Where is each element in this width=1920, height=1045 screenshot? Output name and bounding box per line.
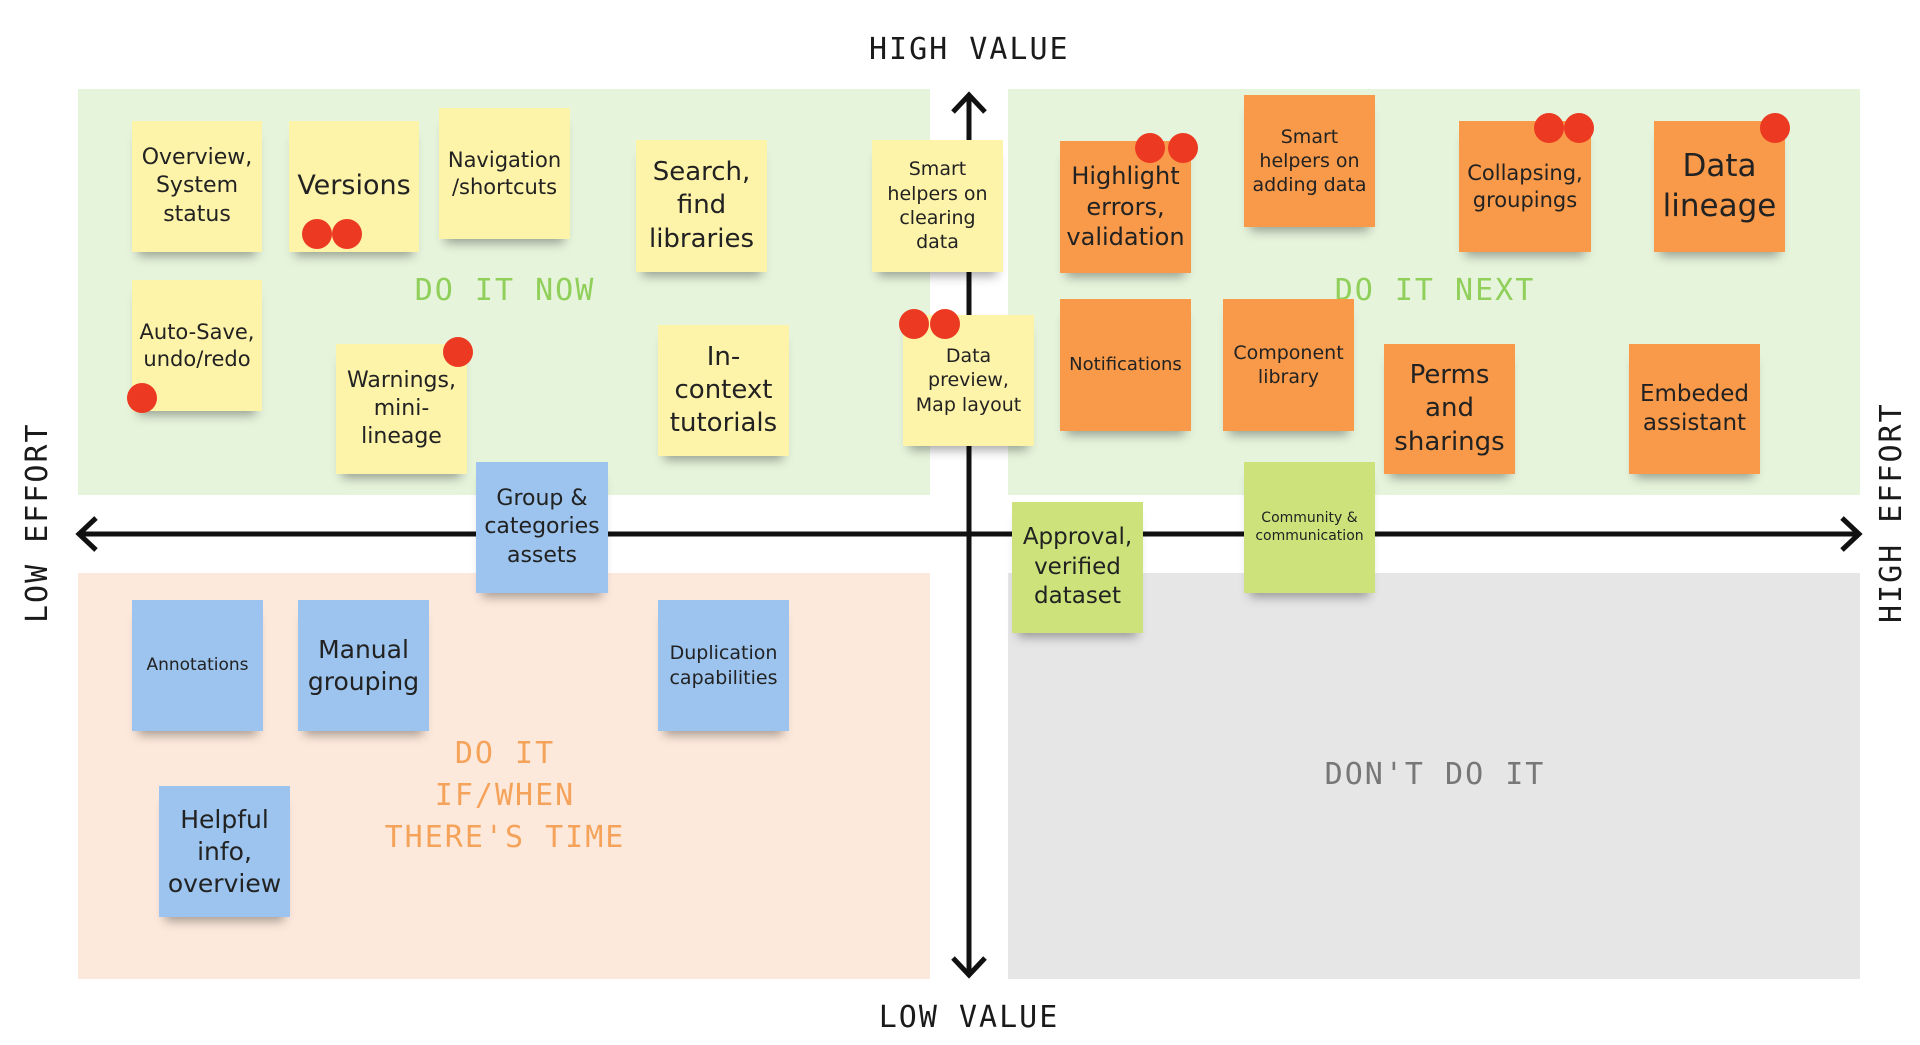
sticky-note-approval[interactable]: Approval, verified dataset [1012,502,1143,633]
vote-dot [1168,133,1198,163]
sticky-note-smart-clearing[interactable]: Smart helpers on clearing data [872,140,1003,272]
sticky-note-data-lineage[interactable]: Data lineage [1654,121,1785,252]
sticky-note-notifications[interactable]: Notifications [1060,299,1191,431]
sticky-note-group-categories[interactable]: Group & categories assets [476,462,608,593]
sticky-note-incontext[interactable]: In-context tutorials [658,325,789,456]
vote-dot [1135,133,1165,163]
axis-label-low-value: LOW VALUE [878,1000,1060,1035]
vote-dot [930,309,960,339]
quadrant-title-do-it-next: DO IT NEXT [1334,273,1536,308]
vote-dot [443,337,473,367]
sticky-note-smart-adding[interactable]: Smart helpers on adding data [1244,95,1375,227]
sticky-note-data-preview[interactable]: Data preview, Map layout [903,315,1034,446]
sticky-note-navigation[interactable]: Navigation /shortcuts [439,108,570,239]
vote-dot [302,219,332,249]
sticky-note-annotations[interactable]: Annotations [132,600,263,731]
vote-dot [332,219,362,249]
axis-label-high-value: HIGH VALUE [869,32,1070,67]
dont-do-it-quadrant [1008,573,1860,979]
quadrant-title-do-it-if-when: DO IT IF/WHEN THERE'S TIME [384,736,626,855]
quadrant-title-dont-do-it: DON'T DO IT [1324,757,1546,792]
axis-label-low-effort: LOW EFFORT [20,422,55,623]
axis-label-high-effort: HIGH EFFORT [1874,402,1909,623]
sticky-note-embeded-assistant[interactable]: Embeded assistant [1629,344,1760,474]
vote-dot [899,309,929,339]
vote-dot [1564,113,1594,143]
sticky-note-collapsing[interactable]: Collapsing, groupings [1459,121,1591,252]
sticky-note-warnings[interactable]: Warnings, mini-lineage [336,344,467,474]
vote-dot [1534,113,1564,143]
vote-dot [1760,113,1790,143]
sticky-note-manual-grouping[interactable]: Manual grouping [298,600,429,731]
sticky-note-highlight[interactable]: Highlight errors, validation [1060,141,1191,273]
sticky-note-community[interactable]: Community & communication [1244,462,1375,593]
vote-dot [127,383,157,413]
sticky-note-duplication[interactable]: Duplication capabilities [658,600,789,731]
quadrant-title-do-it-now: DO IT NOW [414,273,596,308]
sticky-note-search[interactable]: Search, find libraries [636,140,767,272]
sticky-note-component-library[interactable]: Component library [1223,299,1354,431]
sticky-note-perms[interactable]: Perms and sharings [1384,344,1515,474]
sticky-note-overview[interactable]: Overview, System status [132,121,262,252]
sticky-note-helpful-info[interactable]: Helpful info, overview [159,786,290,917]
